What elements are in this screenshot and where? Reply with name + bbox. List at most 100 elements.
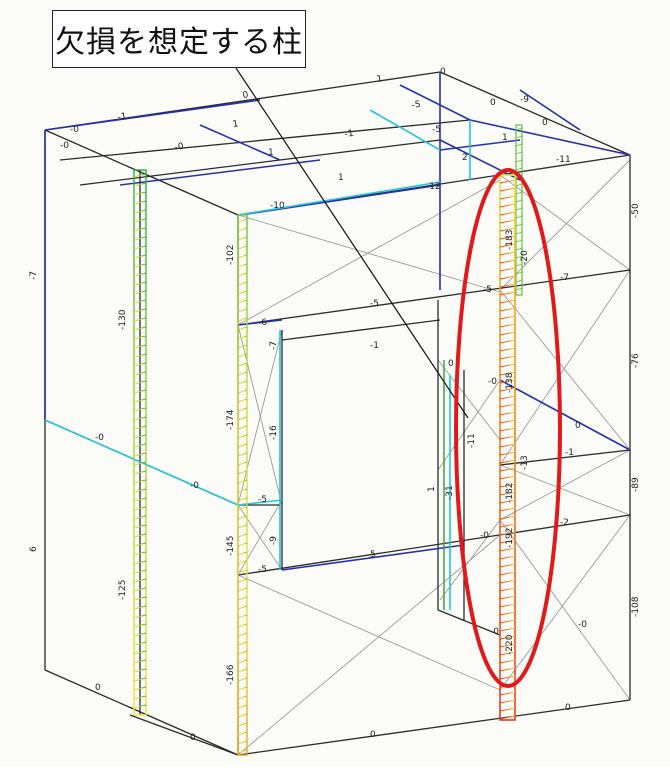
column-front-left [237,214,248,756]
column-hatch-line [133,560,147,565]
column-hatch-line [237,542,248,547]
column-hatch-line [133,416,147,421]
label-beam-mid-3: -1 [370,341,379,351]
column-hatch-line [237,389,248,394]
column-hatch-line [237,425,248,430]
column-hatch-line [237,614,248,619]
column-hatch-line [133,632,147,637]
column-hatch-line [133,317,147,322]
column-hatch-line [499,203,516,208]
column-hatch-line [499,651,516,656]
column-hatch-line [133,497,147,502]
column-hatch-line [237,344,248,349]
column-hatch-line [515,223,523,227]
column-hatch-line [133,425,147,430]
column-hatch-line [499,643,516,648]
column-hatch-line [133,245,147,250]
column-hatch-line [237,371,248,376]
column-hatch-line [237,380,248,385]
column-hatch-line [133,596,147,601]
column-hatch-line [499,459,516,464]
column-hatch-line [133,371,147,376]
column-hatch-line [237,254,248,259]
label-beam-base-5: -0 [578,620,587,630]
column-hatch-line [237,749,248,754]
label-beam-mid-9: 0 [448,359,454,369]
label-col-opening-3: 1 [427,486,437,492]
label-beam-top-12: 1 [268,148,274,158]
column-hatch-line [499,507,516,512]
column-hatch-line [237,398,248,403]
column-hatch-line [133,326,147,331]
column-hatch-line [237,650,248,655]
column-hatch-line [499,371,516,376]
label-col-left-1: -7 [29,271,39,280]
label-beam-low-7: -0 [490,627,499,637]
column-hatch-line [499,635,516,640]
label-beam-top-20: 0 [440,67,446,77]
callout-leader-line [235,67,469,419]
value-labels: -7 6 -130 -125 -102 -174 -145 -166 -16 -… [29,67,641,743]
label-beam-low-5: -5 [258,565,267,575]
column-hatch-line [237,218,248,223]
column-hatch-line [237,560,248,565]
column-hatch-line [515,191,523,195]
column-hatch-line [499,587,516,592]
column-hatch-line [133,344,147,349]
column-hatch-line [499,419,516,424]
beams-cyan [44,109,471,610]
column-hatch-line [499,619,516,624]
label-beam-low-4: 5 [370,550,376,560]
callout-text: 欠損を想定する柱 [55,25,303,60]
column-hatch-line [499,251,516,256]
column-hatch-line [133,659,147,664]
label-beam-top-8: 0 [490,98,496,108]
label-col-target-side-1: -20 [520,250,530,265]
column-hatch-line [237,470,248,475]
column-hatch-line [499,571,516,576]
column-hatch-line [499,715,516,720]
column-hatch-line [237,263,248,268]
label-col-right-1: -50 [631,203,641,218]
label-beam-base-3: 0 [370,730,376,740]
label-col-mid-left-1: -130 [118,309,128,330]
column-hatch-line [133,218,147,223]
column-hatch-line [499,395,516,400]
label-beam-top-15: -5 [432,125,441,135]
column-hatch-line [133,623,147,628]
column-hatch-line [237,290,248,295]
bracing-group [237,159,631,756]
column-hatch-line [133,209,147,214]
column-hatch-line [237,434,248,439]
label-col-opening-1: -11 [467,433,477,448]
label-beam-top-17: 2 [462,153,468,163]
column-hatch-line [237,281,248,286]
column-hatch-line [133,677,147,682]
column-hatch-line [499,691,516,696]
column-hatch-line [499,299,516,304]
column-hatch-line [133,587,147,592]
column-hatch-line [133,470,147,475]
column-hatch-line [499,539,516,544]
column-hatch-line [499,563,516,568]
label-beam-low-1: -5 [258,495,267,505]
column-hatch-line [515,231,523,235]
column-hatch-line [499,219,516,224]
column-hatch-line [237,551,248,556]
label-beam-mid-5: -7 [560,273,569,283]
label-beam-top-11: -0 [174,142,185,153]
column-hatch-line [133,461,147,466]
label-beam-mid-7: -1 [565,448,574,458]
column-hatch-line [133,362,147,367]
column-hatch-line [499,323,516,328]
label-col-opening-2: -31 [445,485,455,500]
label-beam-mid-10: -0 [488,377,497,387]
column-hatch-line [499,427,516,432]
column-hatch-line [237,641,248,646]
column-hatch-line [499,595,516,600]
column-hatch-line [499,243,516,248]
column-hatch-line [499,283,516,288]
column-hatch-line [133,353,147,358]
column-hatch-line [499,179,516,184]
